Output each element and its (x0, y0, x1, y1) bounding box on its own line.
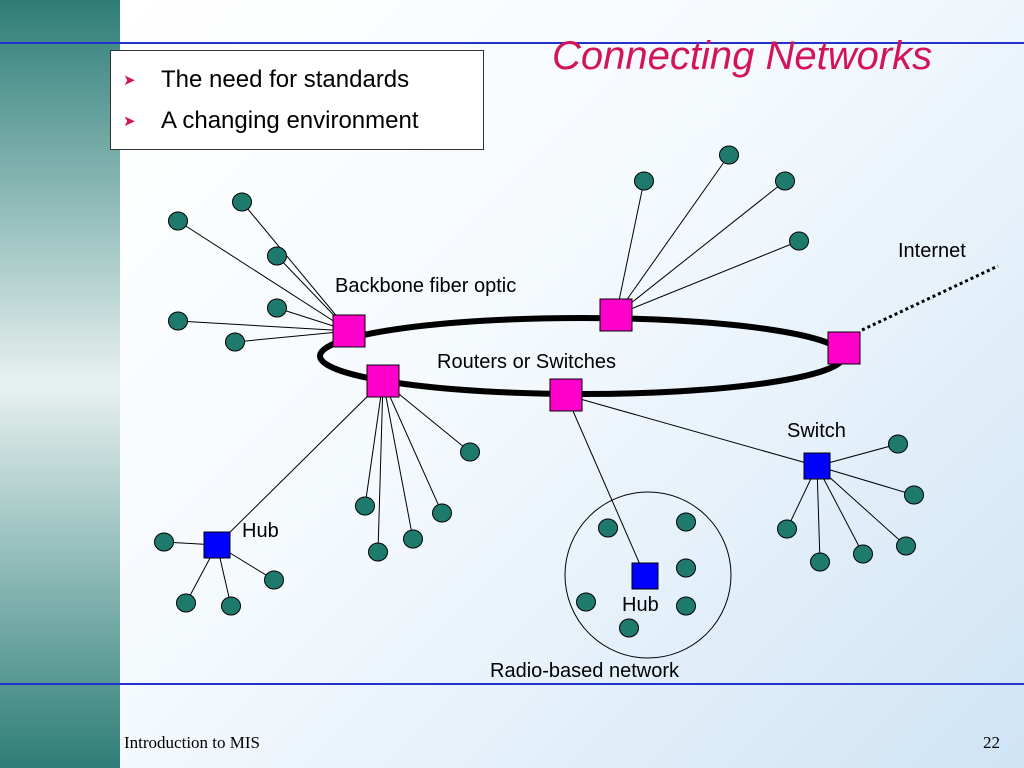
bullet-item: ➤ A changing environment (123, 100, 483, 141)
computer-node (789, 231, 809, 251)
computer-node (176, 593, 196, 613)
bullet-item: ➤ The need for standards (123, 59, 483, 100)
bullet-arrow-icon: ➤ (123, 112, 136, 130)
computer-node (853, 544, 873, 564)
slide-side-band (0, 0, 120, 768)
router-node (549, 378, 583, 412)
hub-node (631, 562, 659, 590)
wireless-node (576, 592, 596, 612)
hub-radio-label: Hub (622, 594, 659, 616)
computer-node (225, 332, 245, 352)
link-line (364, 380, 384, 507)
computer-node (777, 519, 797, 539)
router-node (332, 314, 366, 348)
computer-node (267, 298, 287, 318)
computer-node (232, 192, 252, 212)
computer-node (168, 211, 188, 231)
computer-node (264, 570, 284, 590)
footer-course: Introduction to MIS (124, 733, 260, 752)
link-line (615, 154, 730, 316)
backbone-label: Backbone fiber optic (335, 275, 517, 297)
computer-node (355, 496, 375, 516)
hub-node (203, 531, 231, 559)
wireless-node (676, 558, 696, 578)
wireless-node (619, 618, 639, 638)
link-line (615, 240, 800, 316)
bullet-text: The need for standards (161, 65, 410, 93)
internet-link (861, 264, 999, 332)
link-line (615, 180, 645, 316)
computer-node (368, 542, 388, 562)
hub-node (803, 452, 831, 480)
radio-network-label: Radio-based network (490, 660, 679, 682)
link-line (234, 330, 350, 343)
wireless-node (676, 596, 696, 616)
radio-network-boundary (564, 491, 732, 659)
computer-node (267, 246, 287, 266)
computer-node (432, 503, 452, 523)
link-line (816, 465, 864, 555)
computer-node (168, 311, 188, 331)
routers-label: Routers or Switches (437, 351, 616, 373)
link-line (816, 465, 907, 547)
wireless-node (598, 518, 618, 538)
slide-title: Connecting Networks (552, 34, 933, 78)
router-node (827, 331, 861, 365)
bullet-arrow-icon: ➤ (123, 71, 136, 89)
device-layer (203, 298, 861, 590)
link-line (177, 220, 350, 332)
link-line (816, 465, 915, 496)
uplink-line (216, 380, 384, 546)
router-node (599, 298, 633, 332)
link-line (382, 380, 414, 540)
link-line (177, 320, 350, 332)
bottom-rule (0, 683, 1024, 685)
hub-left-label: Hub (242, 520, 279, 542)
link-line (382, 380, 443, 514)
switch-label: Switch (787, 420, 846, 442)
computer-node (896, 536, 916, 556)
node-layer (154, 145, 924, 638)
computer-node (403, 529, 423, 549)
link-line (377, 380, 384, 553)
computer-node (221, 596, 241, 616)
computer-node (888, 434, 908, 454)
link-line (241, 201, 350, 332)
computer-node (775, 171, 795, 191)
top-rule (0, 42, 1024, 44)
computer-node (904, 485, 924, 505)
router-node (366, 364, 400, 398)
computer-node (719, 145, 739, 165)
computer-node (634, 171, 654, 191)
wireless-node (676, 512, 696, 532)
computer-node (154, 532, 174, 552)
internet-label: Internet (898, 240, 966, 262)
computer-node (460, 442, 480, 462)
computer-node (810, 552, 830, 572)
link-line (816, 465, 821, 563)
uplink-line (565, 394, 818, 467)
page-number: 22 (983, 733, 1000, 752)
link-line (615, 180, 786, 316)
bullet-list: ➤ The need for standards ➤ A changing en… (110, 50, 484, 150)
bullet-text: A changing environment (161, 106, 419, 134)
uplink-line (565, 394, 646, 577)
